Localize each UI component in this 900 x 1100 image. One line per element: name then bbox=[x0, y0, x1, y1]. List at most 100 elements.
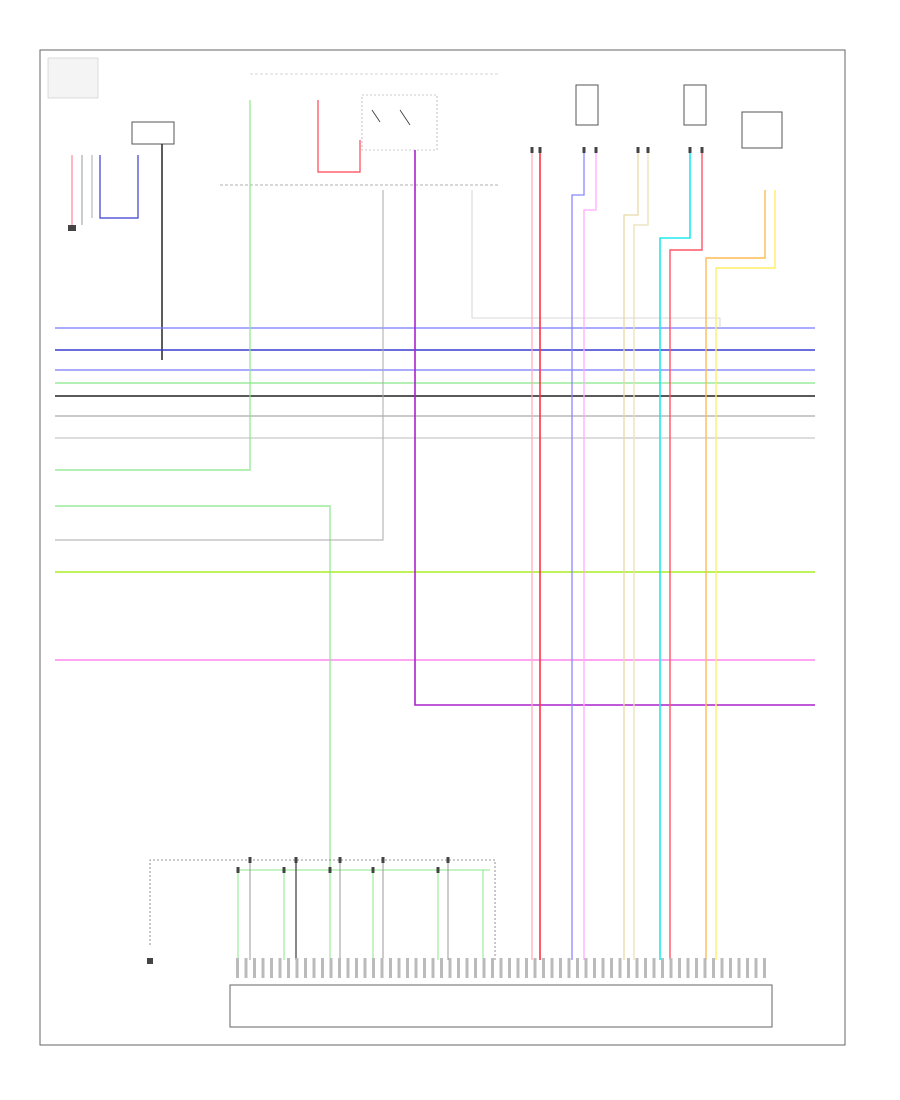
connector-pin bbox=[737, 958, 741, 978]
connector-pin bbox=[508, 958, 511, 978]
connector-pin bbox=[712, 958, 715, 978]
connector-pin bbox=[567, 958, 571, 978]
connector-pin bbox=[295, 958, 299, 978]
connector-pin bbox=[584, 958, 588, 978]
connector-icon bbox=[582, 147, 586, 153]
connector-pin bbox=[610, 958, 613, 978]
connector-icon bbox=[594, 147, 598, 153]
connector-pin bbox=[627, 958, 630, 978]
connector-icon bbox=[538, 147, 542, 153]
connector-pin bbox=[618, 958, 622, 978]
connector-pin bbox=[576, 958, 579, 978]
connector-pin bbox=[678, 958, 681, 978]
connector-pin bbox=[244, 958, 248, 978]
wire-lightpink bbox=[583, 150, 597, 960]
connector-icon bbox=[371, 867, 375, 873]
connector-pin bbox=[550, 958, 554, 978]
connector-pin bbox=[380, 958, 384, 978]
connector-pin bbox=[457, 958, 460, 978]
control-module bbox=[229, 958, 773, 1028]
connector-icon bbox=[236, 867, 240, 873]
connector-pin bbox=[491, 958, 494, 978]
connector-icon bbox=[436, 867, 440, 873]
diagram-frame bbox=[39, 49, 846, 1046]
connector-pin bbox=[448, 958, 452, 978]
connector-pin bbox=[720, 958, 724, 978]
connector-pin bbox=[661, 958, 664, 978]
connector-pin bbox=[261, 958, 265, 978]
wire-red-switch bbox=[317, 100, 361, 173]
connector-pin bbox=[499, 958, 503, 978]
connector-icon bbox=[636, 147, 640, 153]
connector-pin bbox=[542, 958, 545, 978]
connector-pin bbox=[593, 958, 596, 978]
connector-icon bbox=[248, 857, 252, 863]
connector-pin bbox=[346, 958, 350, 978]
switch-block bbox=[361, 94, 438, 151]
left-sensor-group bbox=[47, 57, 175, 360]
module-pins bbox=[236, 958, 766, 978]
connector-pin bbox=[389, 958, 392, 978]
connector-pin bbox=[270, 958, 273, 978]
connector-pin bbox=[363, 958, 367, 978]
connector-icon bbox=[282, 867, 286, 873]
connector-pin bbox=[644, 958, 647, 978]
connector-pin bbox=[406, 958, 409, 978]
connector-pin bbox=[652, 958, 656, 978]
relay-box bbox=[131, 121, 175, 145]
wire-green-trunk bbox=[55, 505, 331, 870]
connector-pin bbox=[423, 958, 426, 978]
wire-gray-drop bbox=[55, 190, 384, 541]
connector-pin bbox=[533, 958, 537, 978]
wire-green-drop bbox=[55, 100, 251, 471]
wire-lightblue bbox=[571, 150, 585, 960]
ground-icon bbox=[147, 958, 153, 964]
wire-lightgray-step bbox=[472, 317, 721, 328]
connector-pin bbox=[465, 958, 469, 978]
module-box bbox=[229, 984, 773, 1028]
connector-pin bbox=[474, 958, 477, 978]
ground-wire bbox=[149, 859, 496, 960]
connector-pin bbox=[686, 958, 690, 978]
component-box-1 bbox=[575, 84, 599, 126]
connector-pin bbox=[372, 958, 375, 978]
connector-icon bbox=[294, 857, 298, 863]
connector-pin bbox=[431, 958, 435, 978]
connector-pin bbox=[559, 958, 562, 978]
connector-pin bbox=[355, 958, 358, 978]
connector-icon bbox=[688, 147, 692, 153]
connector-pin bbox=[397, 958, 401, 978]
vertical-wires bbox=[531, 150, 776, 960]
switch-icon bbox=[371, 109, 411, 126]
wire-orange bbox=[705, 190, 766, 960]
connector-pin bbox=[414, 958, 418, 978]
connector-pin bbox=[338, 958, 341, 978]
wire-blue-link bbox=[99, 155, 139, 219]
connector-pin bbox=[253, 958, 256, 978]
splice-dots bbox=[236, 147, 704, 873]
bus-lines bbox=[55, 100, 815, 870]
connector-pin bbox=[236, 958, 239, 978]
ground-network bbox=[147, 859, 496, 964]
connector-pin bbox=[516, 958, 520, 978]
connector-pin bbox=[482, 958, 486, 978]
connector-icon bbox=[446, 857, 450, 863]
connector-pin bbox=[304, 958, 307, 978]
connector-pin bbox=[321, 958, 324, 978]
connector-icon bbox=[700, 147, 704, 153]
wire-tan-2 bbox=[633, 150, 649, 960]
connector-icon bbox=[328, 867, 332, 873]
component-box-3 bbox=[741, 111, 783, 149]
connector-icon bbox=[646, 147, 650, 153]
wire-red-2 bbox=[669, 150, 703, 960]
bus-violet bbox=[414, 150, 815, 706]
top-components bbox=[317, 84, 783, 173]
connector-icon bbox=[530, 147, 534, 153]
component-box-2 bbox=[683, 84, 707, 126]
wire-tan-1 bbox=[623, 150, 639, 960]
connector-pin bbox=[635, 958, 639, 978]
connector-pin bbox=[278, 958, 282, 978]
connector-pin bbox=[329, 958, 333, 978]
connector-pin bbox=[729, 958, 732, 978]
